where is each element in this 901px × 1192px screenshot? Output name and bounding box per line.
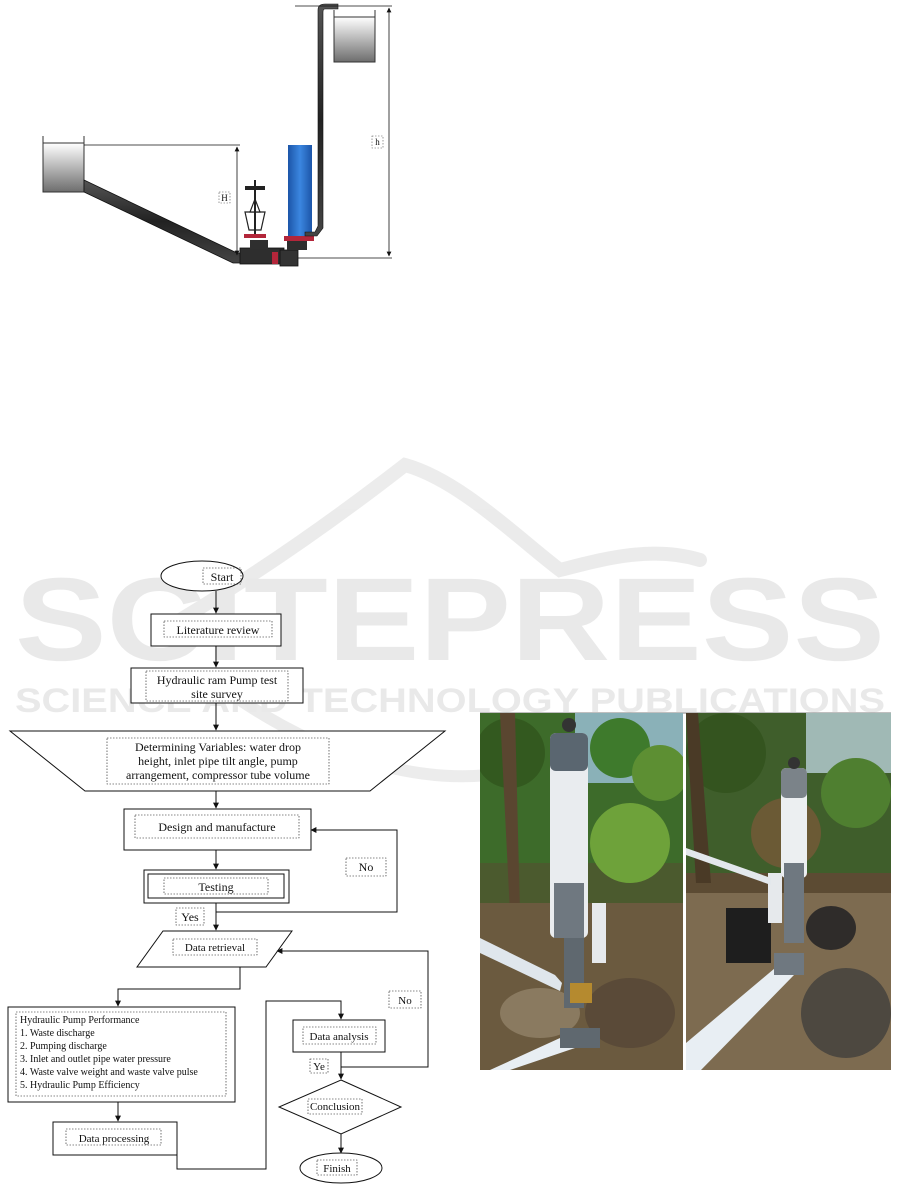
no-1-label: No [359,860,374,874]
yes-2-label-box [309,1058,329,1074]
data-analysis-label: Data analysis [310,1031,369,1043]
dim-h-label-box [371,135,384,149]
arrow-retrieval-performance [115,967,241,1007]
performance-node [7,1006,236,1103]
data-analysis-label-box [302,1026,377,1045]
yes-2-label: Ye [313,1061,325,1073]
determining-variables-label-box [106,737,330,785]
watermark-brand: SCITEPRESS [15,554,885,686]
dim-H-label: H [221,193,228,203]
literature-review-label-box [163,620,273,638]
data-processing-label-box [65,1128,162,1146]
yes-1-label: Yes [181,910,199,924]
literature-review-label: Literature review [177,623,260,637]
testing-label-box [163,877,269,895]
data-retrieval-label: Data retrieval [185,942,245,954]
data-processing-label: Data processing [79,1133,150,1145]
design-manufacture-label-box [134,814,300,839]
conclusion-label-box [307,1098,363,1115]
pump-seal-ring [272,252,278,264]
upper-tank [333,16,376,63]
data-retrieval-node [136,930,293,968]
finish-label: Finish [323,1163,351,1175]
research-flowchart [7,560,447,1184]
literature-review-node [150,613,282,647]
dim-h-label: h [375,137,380,147]
conclusion-label: Conclusion [310,1101,361,1113]
determining-variables-line3: arrangement, compressor tube volume [126,768,310,782]
yes-1-label-box [175,907,205,926]
arrow-processing-analysis [176,1000,344,1170]
site-survey-label-box [145,670,289,702]
flowchart-labels: Start Literature review Hydraulic ram Pu… [20,570,412,1175]
performance-item: 5. Hydraulic Pump Efficiency [20,1080,140,1091]
testing-node-inner [147,873,285,899]
performance-item: 3. Inlet and outlet pipe water pressure [20,1054,171,1065]
delivery-pipe [304,3,339,237]
finish-label-box [316,1159,358,1176]
performance-label-box [15,1011,227,1097]
start-node [160,560,244,592]
testing-label: Testing [198,880,233,894]
site-survey-label-line1: Hydraulic ram Pump test [157,673,278,687]
compressor-base [287,241,307,250]
finish-node [299,1152,383,1184]
field-photo-right [686,713,891,1070]
determining-variables-line2: height, inlet pipe tilt angle, pump [138,754,298,768]
design-manufacture-label: Design and manufacture [158,820,275,834]
field-photo-left [480,713,683,1070]
performance-item: 4. Waste valve weight and waste valve pu… [20,1067,198,1078]
arrow-testing-no-loop [215,827,398,913]
start-label-box [202,567,242,585]
performance-item: 2. Pumping discharge [20,1041,107,1052]
site-survey-label-line2: site survey [191,687,243,701]
pump-elbow [279,249,299,267]
compressor-seal-ring [284,236,314,241]
data-retrieval-label-box [172,938,258,956]
watermark-mountain [173,457,707,627]
dim-H-label-box [218,191,231,204]
no-2-label: No [398,995,412,1007]
performance-title: Hydraulic Pump Performance [20,1015,140,1026]
site-survey-node [130,667,304,704]
ram-pump-schematic: H h [42,3,392,267]
determining-variables-node [8,730,447,792]
start-label: Start [211,570,234,584]
compressor-tube [288,145,312,236]
determining-variables-line1: Determining Variables: water drop [135,740,301,754]
waste-valve [244,180,268,249]
source-tank [42,142,85,193]
no-2-label-box [388,990,422,1009]
data-analysis-node [292,1019,386,1053]
data-processing-node [52,1121,178,1156]
arrow-analysis-no-loop [276,948,429,1068]
performance-item: 1. Waste discharge [20,1028,95,1039]
no-1-label-box [345,857,387,877]
